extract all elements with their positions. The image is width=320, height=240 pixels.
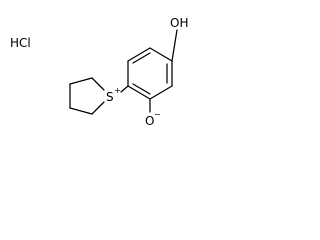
chemical-structure-diagram: HCl OH S + O −: [10, 16, 188, 128]
double-bond-inner-top-left: [132, 52, 151, 64]
sulfonium-atom-label: S: [106, 90, 114, 104]
sulfonium-charge: +: [114, 86, 121, 95]
bond-bottom-left-to-bottom-right-carbon: [69, 107, 93, 115]
oxide-charge: −: [154, 110, 161, 119]
bond-s-to-top-carbon: [91, 77, 105, 91]
bond-ring-c5-c6: [127, 47, 151, 62]
bond-ring-to-s: [120, 85, 129, 93]
bond-bottom-right-carbon-to-s: [91, 101, 105, 115]
thiolane-ring: [69, 77, 105, 115]
bond-ring-c6-c1: [149, 47, 173, 62]
hcl-label: HCl: [10, 36, 31, 50]
bond-ring-c2-c3: [149, 85, 173, 100]
bond-ring-to-oh: [171, 29, 178, 62]
benzene-ring: [127, 47, 173, 100]
bond-top-to-left-carbon: [69, 77, 93, 85]
double-bond-inner-bottom-left: [132, 83, 151, 95]
bond-ring-c3-c4: [127, 85, 151, 100]
hydroxyl-label: OH: [170, 16, 188, 30]
structure-canvas: HCl OH S + O −: [0, 0, 210, 147]
oxide-atom-label: O: [145, 114, 154, 128]
